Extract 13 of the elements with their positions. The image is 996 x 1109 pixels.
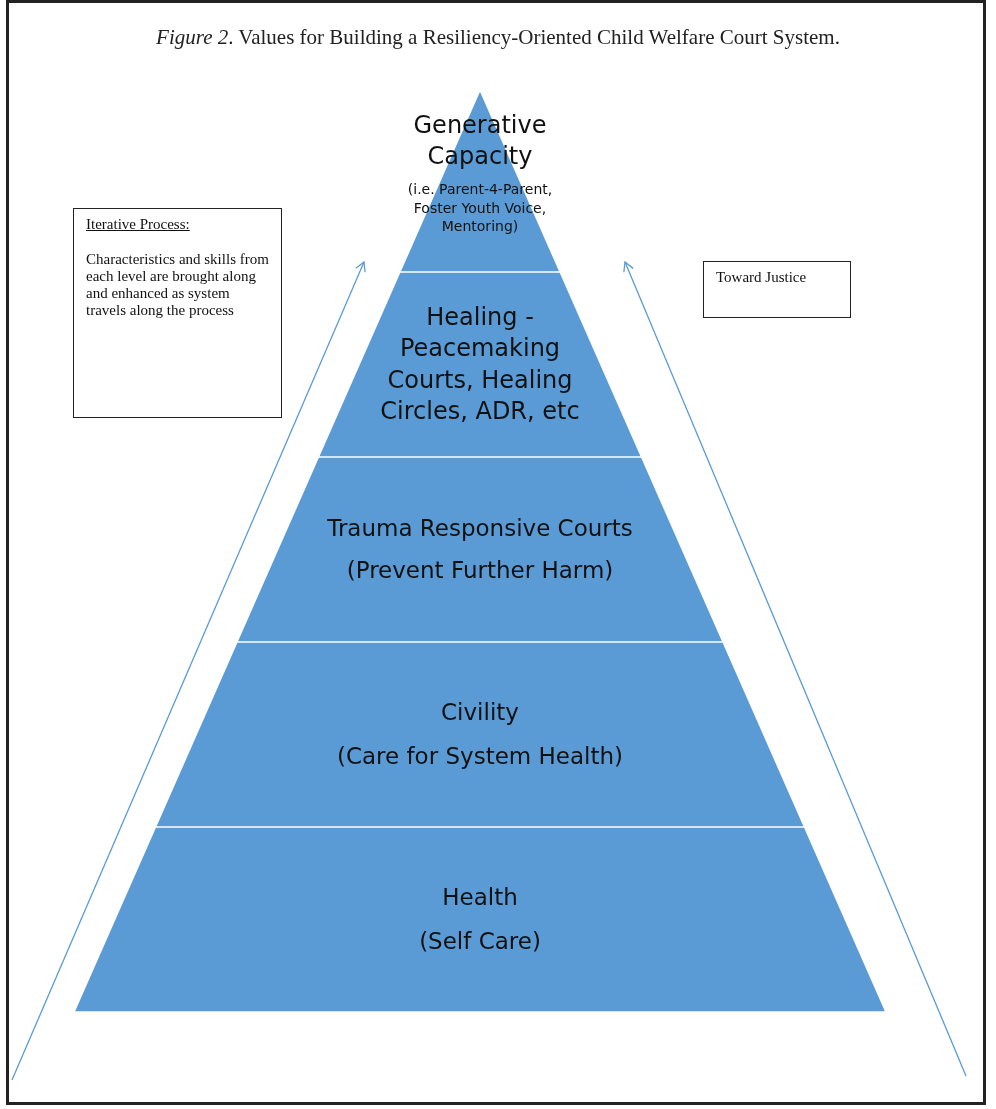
box-heading: Iterative Process: [86,216,190,233]
box-text: Toward Justice [716,269,808,286]
level-title: Healing - Peacemaking Courts, Healing Circles, ADR, etc [379,302,581,427]
level-description: (Prevent Further Harm) [346,555,614,585]
level-title: Trauma Responsive Courts [327,513,633,543]
box-text: Characteristics and skills from each level are brought along and enhanced as system travels along the process [86,251,269,319]
level-description: (Self Care) [419,926,541,956]
text-box [703,261,851,318]
level-title: Civility [441,697,519,727]
level-description: (Care for System Health) [336,741,624,771]
figure-caption: Figure 2. Values for Building a Resiliency-Oriented Child Welfare Court System. [155,25,841,50]
text-box [73,208,282,418]
level-title: Health [442,882,518,912]
